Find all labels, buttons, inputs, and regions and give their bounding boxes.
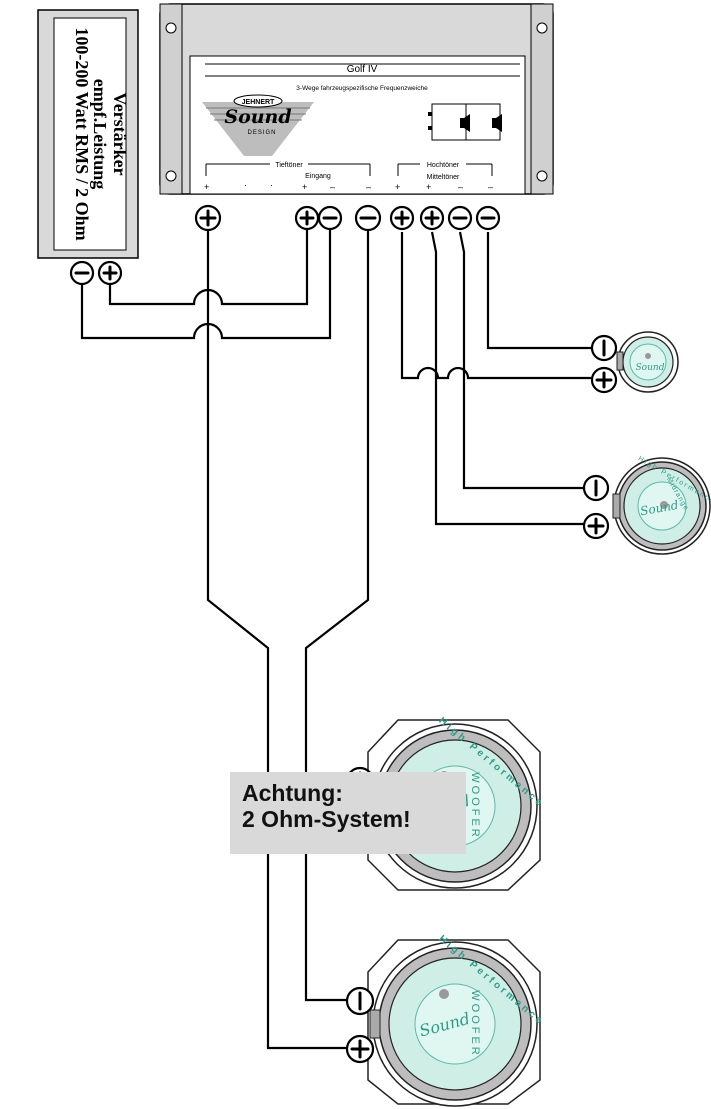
- terminal-plus-icon: [345, 1034, 375, 1064]
- svg-text:–: –: [330, 182, 335, 192]
- label-hochtoner: Hochtöner: [427, 162, 460, 169]
- terminal-minus-icon: [354, 204, 382, 232]
- svg-text:–: –: [366, 182, 371, 192]
- terminal-plus-icon: [419, 205, 445, 231]
- wiring: [80, 230, 592, 1050]
- amplifier-label-2: empf.Leistung: [90, 79, 110, 190]
- terminal-plus-icon: [389, 205, 415, 231]
- terminal-minus-icon: [317, 205, 343, 231]
- crossover-title: Golf IV: [347, 64, 378, 75]
- terminal-plus-icon: [590, 366, 618, 394]
- tweeter-logo: Sound: [636, 363, 665, 373]
- logo-brand-sub: DESIGN: [247, 130, 276, 136]
- midrange-logo: Sound: [639, 498, 680, 519]
- screw-hole: [536, 22, 548, 34]
- amplifier-label-3: 100-200 Watt RMS / 2 Ohm: [72, 27, 92, 240]
- svg-text:+: +: [302, 182, 307, 192]
- terminal-plus-icon: [582, 512, 610, 540]
- svg-text:+: +: [395, 182, 400, 192]
- woofer-speaker-2: High Performance WOOFER Sound: [367, 933, 546, 1107]
- svg-text:+: +: [426, 182, 431, 192]
- screw-hole: [536, 170, 548, 182]
- speaker-circuit-symbol: [428, 103, 502, 141]
- jehnert-logo: JEHNERT Sound DESIGN: [202, 94, 314, 156]
- woofer-center-text: WOOFER: [469, 772, 481, 840]
- terminal-plus-icon: [194, 204, 222, 232]
- svg-text:–: –: [488, 182, 493, 192]
- label-eingang: Eingang: [305, 173, 331, 180]
- screw-hole: [165, 170, 177, 182]
- label-mitteltoner: Mitteltöner: [427, 174, 460, 181]
- midrange-speaker: High Performance Midrange Sound: [612, 455, 711, 555]
- svg-text:–: –: [458, 182, 463, 192]
- warning-text: Achtung: 2 Ohm-System!: [242, 780, 411, 832]
- terminals: [69, 204, 501, 286]
- screw-hole: [165, 22, 177, 34]
- svg-text:+: +: [204, 182, 209, 192]
- svg-text:·: ·: [270, 180, 273, 190]
- crossover-box: Golf IV 3-Wege fahrzeugspezifische Frequ…: [159, 3, 554, 195]
- logo-brand-main: Sound: [224, 106, 291, 128]
- tweeter-speaker: Sound: [616, 331, 679, 393]
- woofer-center-text: WOOFER: [469, 990, 481, 1058]
- logo-brand-top: JEHNERT: [242, 99, 275, 106]
- terminal-minus-icon: [475, 205, 501, 231]
- terminal-minus-icon: [345, 986, 375, 1016]
- label-tieftoner: Tieftöner: [275, 162, 303, 169]
- terminal-plus-icon: [97, 260, 123, 286]
- svg-text:·: ·: [244, 180, 247, 190]
- terminal-plus-icon: [294, 205, 320, 231]
- terminal-minus-icon: [582, 474, 610, 502]
- amplifier-label-1: Verstärker: [110, 92, 130, 175]
- terminal-minus-icon: [590, 334, 618, 362]
- warning-line-1: Achtung:: [242, 780, 343, 806]
- warning-box: [230, 772, 466, 854]
- amplifier-box: Verstärker empf.Leistung 100-200 Watt RM…: [37, 9, 139, 259]
- crossover-subtitle: 3-Wege fahrzeugspezifische Frequenzweich…: [296, 85, 428, 92]
- warning-line-2: 2 Ohm-System!: [242, 806, 411, 832]
- terminal-minus-icon: [447, 205, 473, 231]
- terminal-minus-icon: [69, 260, 95, 286]
